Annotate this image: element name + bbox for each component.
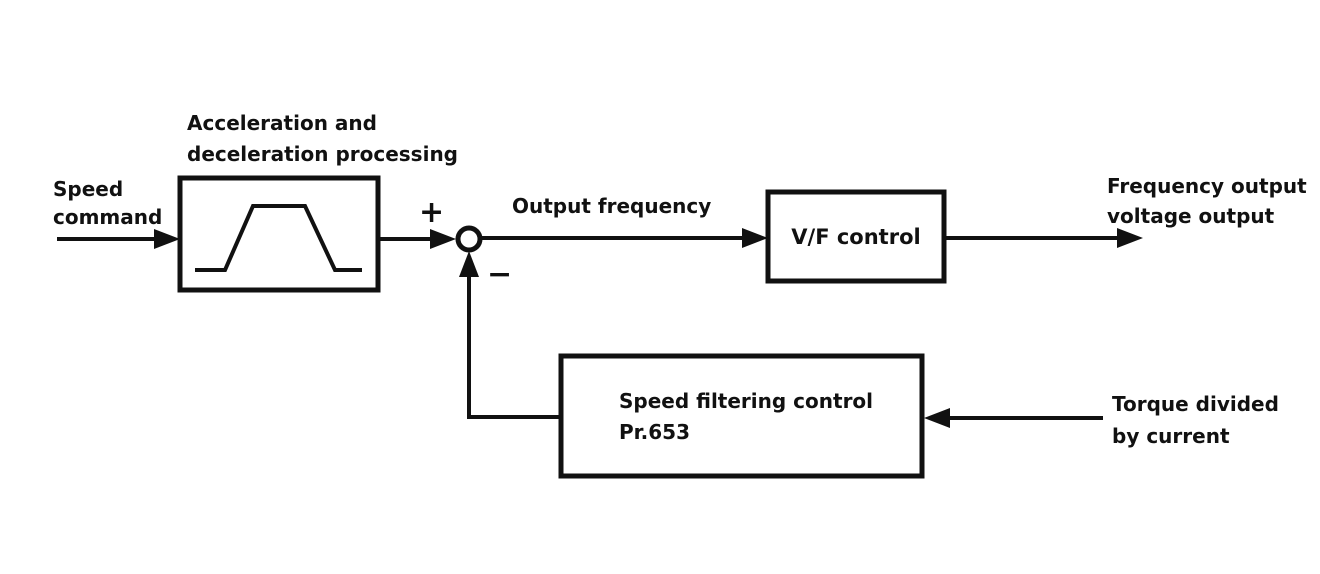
torque-input-arrow bbox=[924, 408, 1103, 428]
speed-command-label: Speed command bbox=[53, 177, 163, 229]
speed-filtering-box bbox=[558, 353, 925, 479]
accel-block-caption: Acceleration and deceleration processing bbox=[187, 111, 458, 166]
frequency-output-label: Frequency output voltage output bbox=[1107, 174, 1307, 228]
vf-control-label: V/F control bbox=[791, 224, 921, 249]
torque-input-label: Torque divided by current bbox=[1112, 392, 1279, 448]
trapezoid-waveform-icon bbox=[195, 204, 362, 272]
minus-sign: − bbox=[487, 257, 513, 292]
accel-block-box bbox=[177, 175, 381, 293]
speed-command-arrow bbox=[57, 229, 180, 249]
summed-signal-arrow bbox=[378, 229, 456, 249]
vf-control-box bbox=[765, 189, 947, 284]
vf-output-arrow bbox=[944, 228, 1143, 248]
plus-sign: + bbox=[419, 195, 445, 230]
output-frequency-arrow bbox=[482, 228, 768, 248]
output-frequency-label: Output frequency bbox=[512, 194, 712, 218]
speed-filtering-label: Speed filtering control Pr.653 bbox=[619, 389, 874, 444]
summing-junction-circle bbox=[455, 225, 483, 253]
feedback-arrow bbox=[459, 251, 561, 419]
